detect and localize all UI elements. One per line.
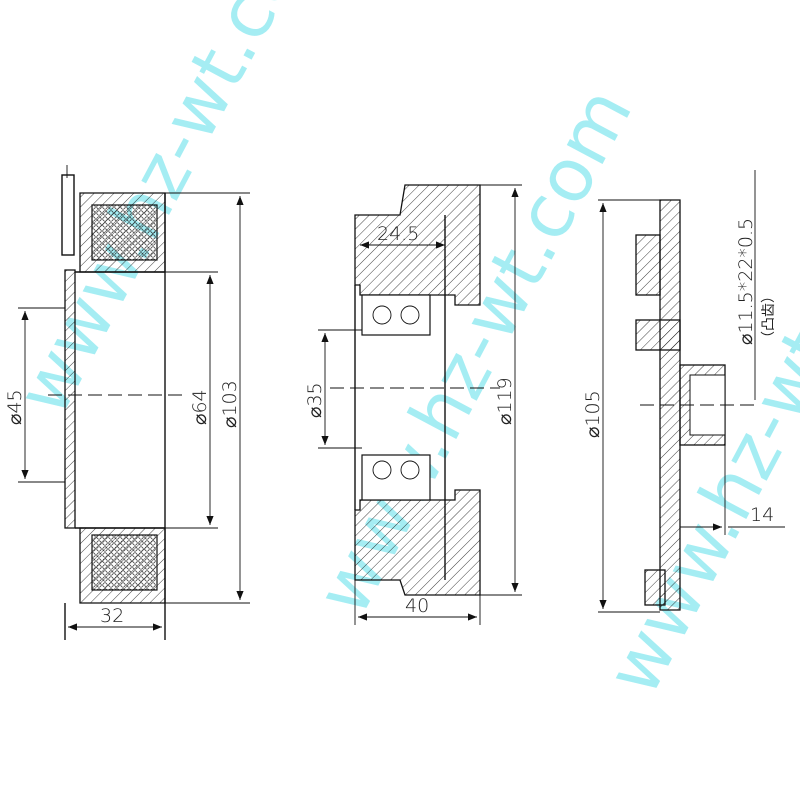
dim-coil-bore: ⌀64 [189, 389, 211, 425]
dim-coil-outer: ⌀103 [219, 380, 241, 428]
dim-coil-inner: ⌀45 [4, 389, 26, 425]
dim-bearing-dia: ⌀35 [304, 382, 326, 418]
dim-bearing-depth: 24.5 [377, 223, 419, 245]
dim-pulley-outer: ⌀119 [494, 377, 516, 425]
spline-spec: ⌀11.5*22*0.5 [735, 218, 757, 345]
dim-pulley-width: 40 [405, 595, 429, 617]
svg-text:www.hz-wt.com: www.hz-wt.com [0, 0, 349, 428]
coil-view: ⌀103 ⌀64 ⌀45 32 [4, 165, 250, 640]
dim-coil-width: 32 [100, 605, 124, 627]
dim-hub-outer: ⌀105 [582, 390, 604, 438]
pulley-view: 24.5 ⌀35 ⌀119 40 [304, 184, 522, 625]
spline-note: （凸齿） [761, 289, 777, 345]
dim-hub-length: 14 [750, 504, 774, 526]
hub-view: ⌀105 14 ⌀11.5*22*0.5 （凸齿） [582, 170, 785, 613]
